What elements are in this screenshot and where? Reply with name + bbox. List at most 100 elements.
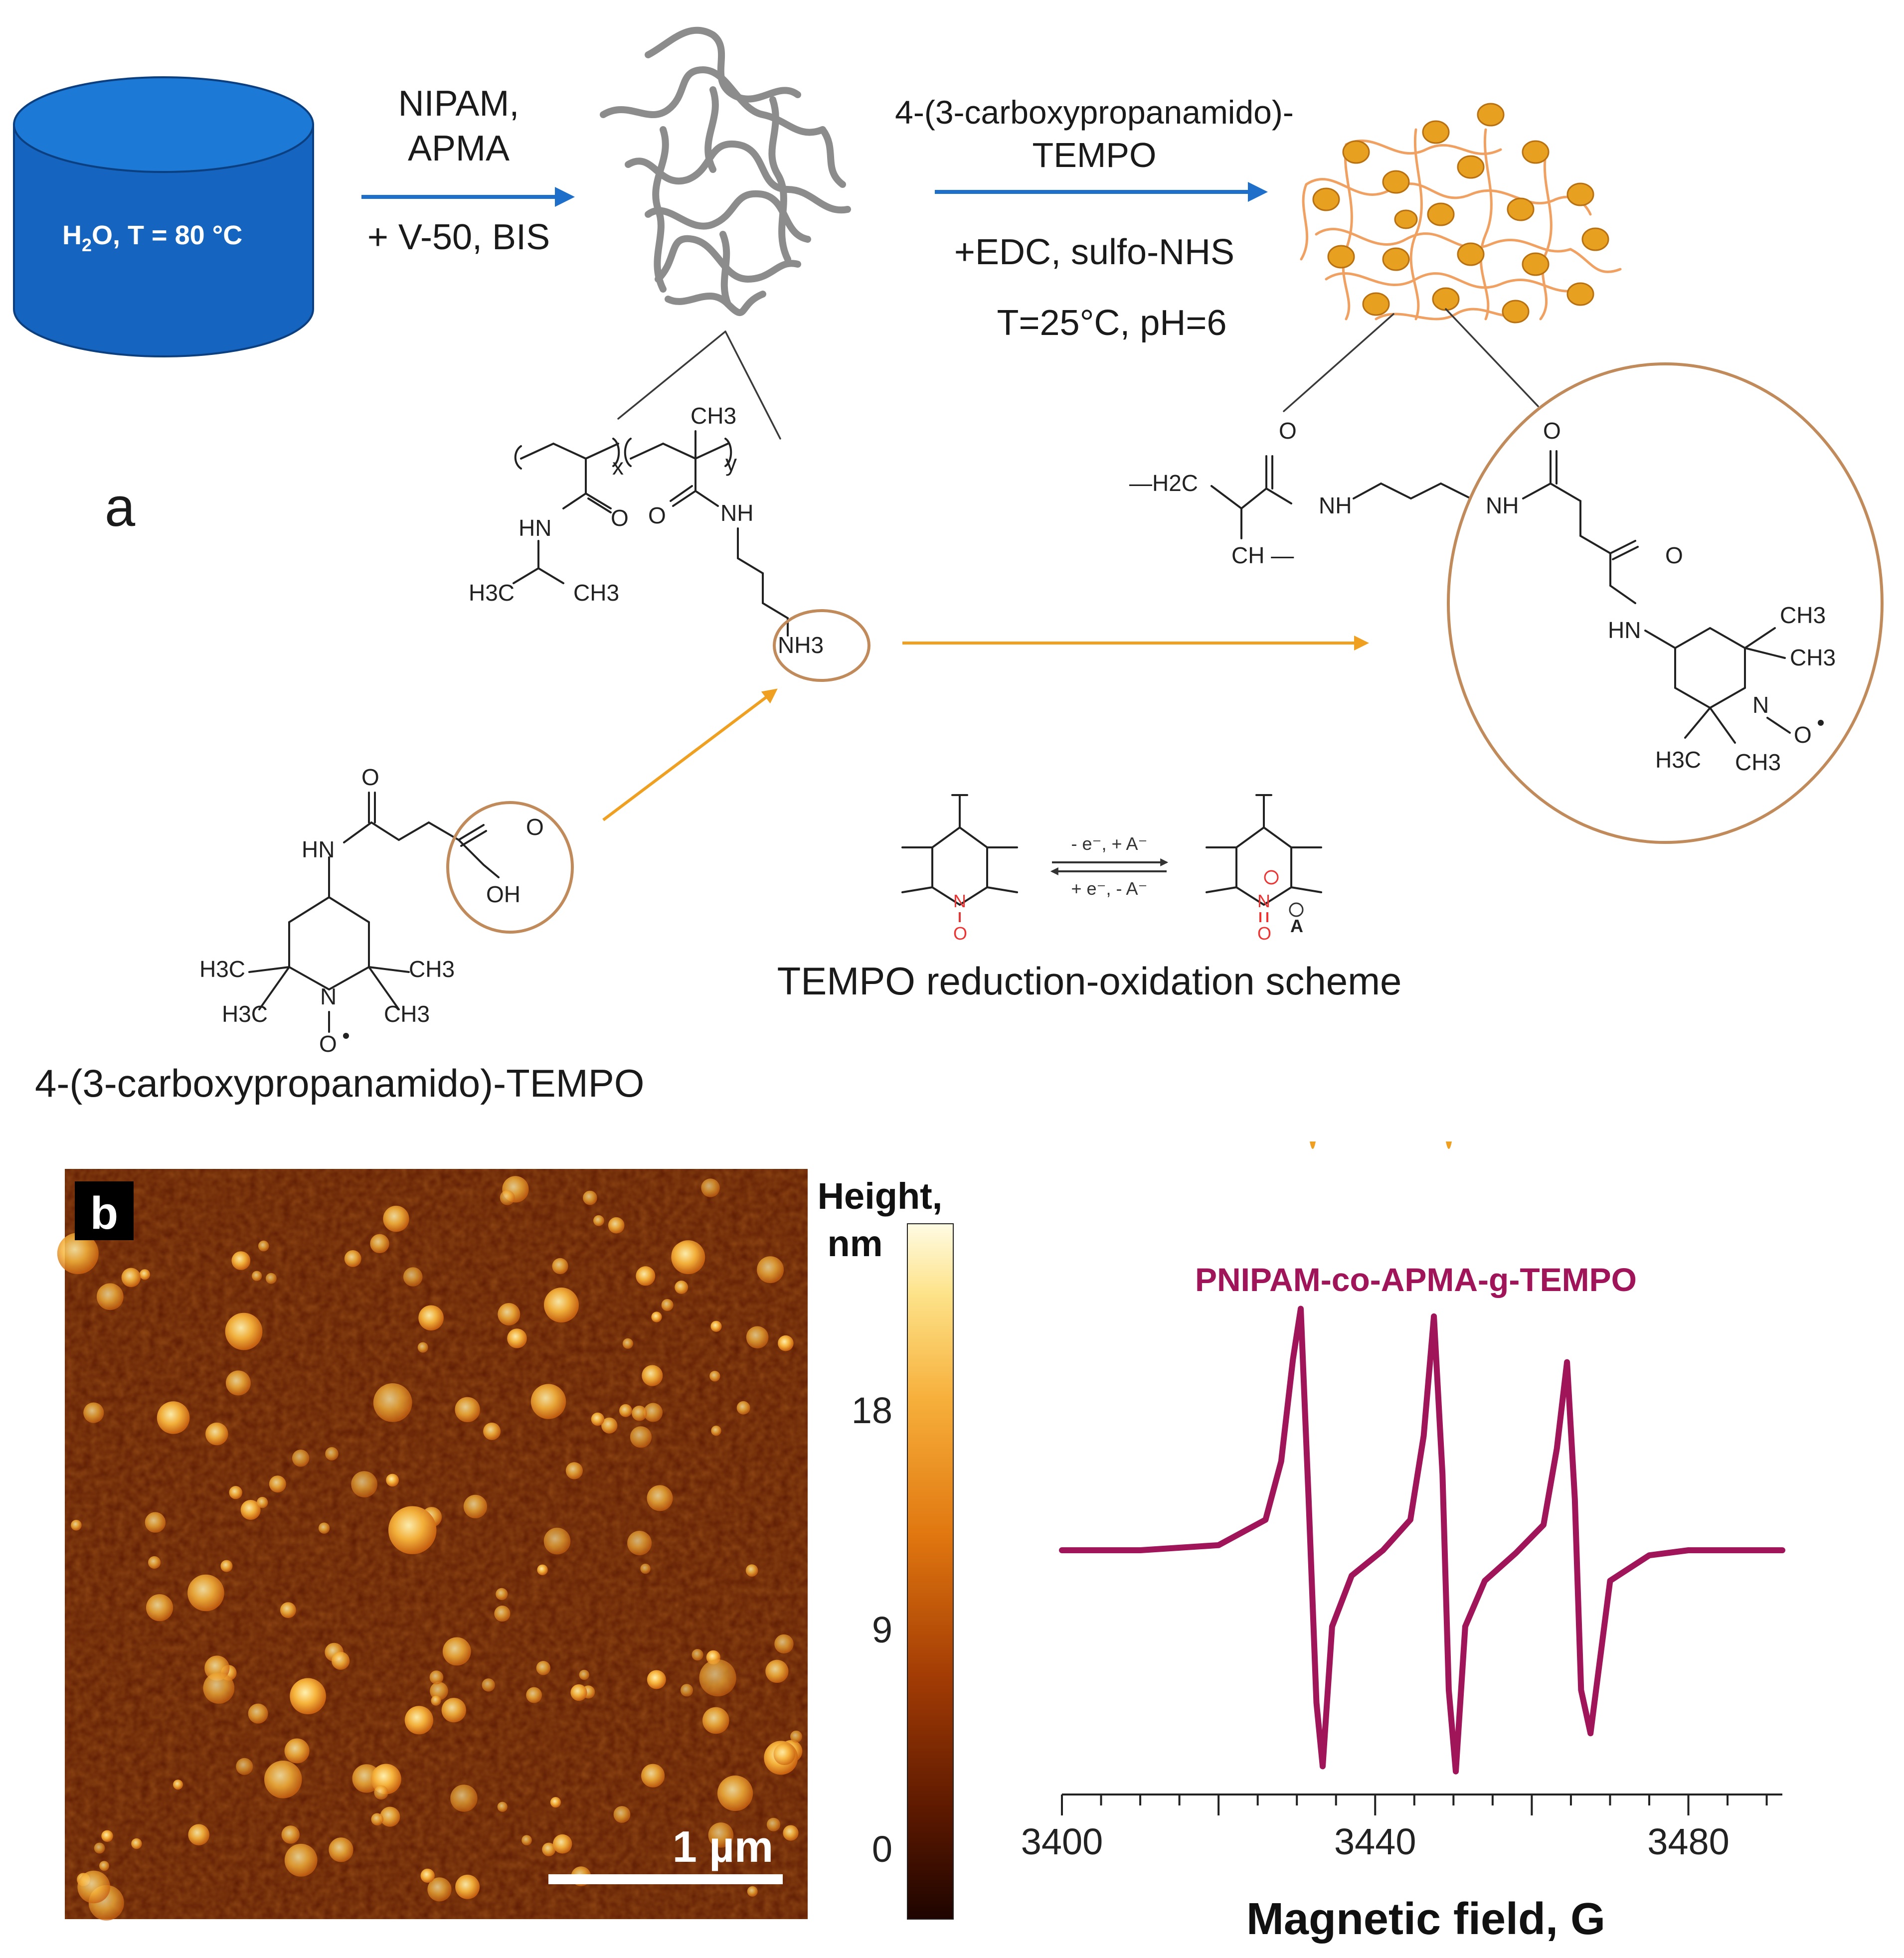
step1-reagent-line1: NIPAM, bbox=[398, 84, 519, 124]
afm-particle bbox=[544, 1288, 579, 1322]
afm-particle bbox=[332, 1651, 350, 1670]
afm-particle bbox=[292, 1450, 310, 1467]
afm-particle bbox=[736, 1401, 750, 1415]
afm-particle bbox=[264, 1761, 302, 1798]
chem-hn-1: HN bbox=[519, 515, 551, 541]
afm-particle bbox=[442, 1637, 471, 1666]
afm-particle bbox=[632, 1405, 647, 1421]
afm-particle bbox=[101, 1830, 113, 1842]
afm-particle bbox=[591, 1412, 605, 1426]
chem-carbonyl-o-3: O bbox=[1279, 418, 1297, 444]
afm-particle bbox=[148, 1556, 161, 1569]
chem-ch3-4: CH3 bbox=[1790, 645, 1836, 670]
afm-particle bbox=[318, 1522, 330, 1534]
colorbar-tick-0: 0 bbox=[872, 1828, 892, 1870]
reactor-label: H2O, T = 80 °C bbox=[62, 220, 242, 255]
x-tick-label: 3400 bbox=[1021, 1821, 1103, 1862]
afm-particle bbox=[483, 1422, 501, 1440]
afm-particle bbox=[692, 1649, 703, 1661]
chem-n-1: N bbox=[1752, 692, 1769, 718]
chem-ch3-2: CH3 bbox=[691, 403, 736, 429]
afm-particle bbox=[284, 1738, 310, 1764]
afm-particle bbox=[643, 1403, 663, 1422]
chem-ch3-1: CH3 bbox=[573, 580, 619, 606]
step1-reagent-line2: APMA bbox=[408, 129, 510, 168]
afm-particle bbox=[543, 1527, 571, 1555]
afm-particle bbox=[636, 1266, 656, 1286]
scale-bar bbox=[548, 1874, 783, 1884]
chem-carbonyl-o-2: O bbox=[648, 502, 666, 528]
grafted-product-structure: —H2C CH — O NH NH O O HN CH3 CH3 N O bbox=[1129, 362, 1884, 844]
afm-particle bbox=[258, 1240, 269, 1252]
afm-particle bbox=[783, 1825, 799, 1841]
afm-particle bbox=[526, 1687, 542, 1703]
afm-particle bbox=[188, 1824, 210, 1845]
panel-b-label-box bbox=[75, 1181, 134, 1240]
coupling-arrow-up bbox=[602, 688, 778, 821]
scale-bar-label: 1 µm bbox=[673, 1822, 773, 1871]
step2-reagent-line2: TEMPO bbox=[1033, 136, 1157, 174]
afm-particle bbox=[530, 1384, 566, 1419]
chem-ch3-7: CH3 bbox=[384, 1001, 430, 1027]
colorbar-tick-18: 18 bbox=[852, 1390, 892, 1431]
afm-particle bbox=[745, 1564, 758, 1577]
afm-particle bbox=[708, 1822, 734, 1848]
afm-particle bbox=[640, 1563, 651, 1574]
zoom-line-left bbox=[617, 330, 726, 420]
afm-particle bbox=[220, 1560, 233, 1572]
afm-particle bbox=[386, 1473, 399, 1487]
afm-particle bbox=[619, 1404, 632, 1417]
afm-particle bbox=[498, 1303, 520, 1325]
afm-particle bbox=[203, 1672, 235, 1704]
redox-n-right: N bbox=[1257, 891, 1270, 911]
afm-particle bbox=[494, 1606, 511, 1622]
redox-anion: A bbox=[1290, 916, 1303, 936]
afm-particle bbox=[630, 1426, 652, 1448]
afm-particle bbox=[507, 1328, 527, 1348]
afm-particle bbox=[252, 1271, 262, 1281]
colorbar-title-1: Height, bbox=[818, 1175, 943, 1217]
afm-particle bbox=[266, 1273, 277, 1284]
afm-particle bbox=[593, 1215, 604, 1226]
afm-particle bbox=[225, 1370, 251, 1396]
afm-particle bbox=[613, 1806, 631, 1823]
afm-particle bbox=[240, 1500, 261, 1520]
zoom-line-right bbox=[724, 330, 781, 440]
afm-particle bbox=[325, 1447, 339, 1461]
afm-particle bbox=[269, 1475, 286, 1493]
afm-particle bbox=[284, 1843, 318, 1877]
afm-particle bbox=[552, 1834, 572, 1854]
afm-particle bbox=[680, 1684, 693, 1697]
afm-particle bbox=[773, 1743, 796, 1765]
afm-particle bbox=[373, 1383, 412, 1422]
afm-particle bbox=[496, 1588, 508, 1600]
chem-nh3: NH3 bbox=[778, 632, 824, 658]
afm-particle bbox=[380, 1806, 400, 1827]
afm-particle bbox=[579, 1669, 590, 1680]
afm-particle bbox=[463, 1494, 488, 1518]
panel-a: a H2O, T = 80 °C NIPAM, APMA + V-50, BIS bbox=[13, 26, 1884, 1105]
panel-b: b 1 µm Height, nm 18 9 0 bbox=[57, 1169, 954, 1921]
colorbar-tick-9: 9 bbox=[872, 1609, 892, 1650]
afm-particle bbox=[157, 1401, 190, 1434]
afm-particle bbox=[57, 1233, 99, 1275]
afm-particle bbox=[455, 1397, 480, 1422]
afm-particle bbox=[790, 1730, 802, 1743]
spectrum-title: PNIPAM-co-APMA-g-TEMPO bbox=[1195, 1261, 1637, 1298]
zoom-line-right-2 bbox=[1445, 308, 1539, 407]
afm-particle bbox=[702, 1707, 729, 1734]
tempo-redox-scheme: N O - e⁻, + A⁻ + e⁻, - A⁻ N O A bbox=[901, 794, 1322, 944]
afm-particle bbox=[671, 1240, 705, 1275]
afm-particle bbox=[774, 1634, 794, 1654]
afm-particle bbox=[641, 1764, 665, 1788]
chem-nh-3: NH bbox=[1486, 492, 1519, 518]
chem-ch: CH — bbox=[1231, 542, 1294, 568]
chem-subscript-y: y bbox=[725, 450, 737, 476]
afm-particle bbox=[403, 1267, 423, 1287]
carboxy-tempo-structure: O O OH HN H3C H3C CH3 CH3 N O bbox=[199, 764, 574, 1057]
afm-particle bbox=[601, 1417, 618, 1434]
chem-h3c-4: H3C bbox=[222, 1001, 268, 1027]
step2-reagent-line1: 4-(3-carboxypropanamido)- bbox=[895, 94, 1294, 131]
afm-particle bbox=[173, 1780, 183, 1790]
